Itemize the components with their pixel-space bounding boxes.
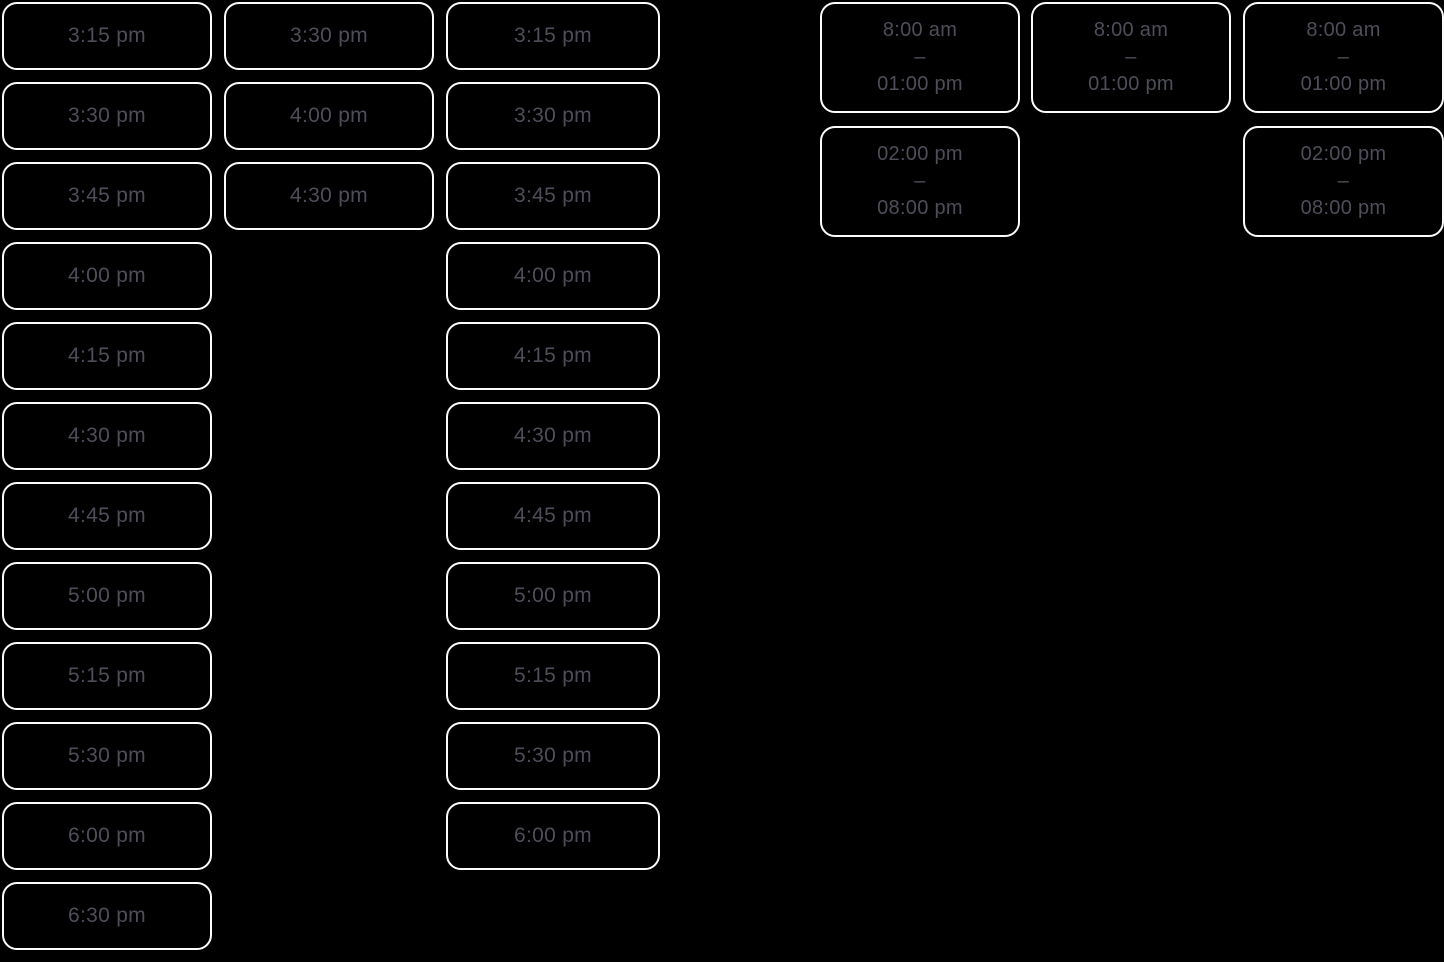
time-slot-button[interactable]: 4:45 pm: [446, 482, 660, 550]
slot-column-1: 3:15 pm 3:30 pm 3:45 pm 4:00 pm 4:15 pm 4:30 …: [2, 2, 212, 962]
time-slot-button[interactable]: 5:00 pm: [446, 562, 660, 630]
time-range-start: 8:00 am: [1306, 19, 1381, 41]
time-range-separator: –: [914, 170, 926, 192]
time-slot-button[interactable]: 4:00 pm: [224, 82, 434, 150]
time-range-end: 01:00 pm: [877, 73, 963, 95]
time-range-button[interactable]: 8:00 am – 01:00 pm: [1031, 2, 1231, 113]
time-range-button[interactable]: 8:00 am – 01:00 pm: [1243, 2, 1444, 113]
time-range-start: 02:00 pm: [877, 143, 963, 165]
time-slot-button[interactable]: 4:45 pm: [2, 482, 212, 550]
time-range-button[interactable]: 8:00 am – 01:00 pm: [820, 2, 1020, 113]
time-range-separator: –: [914, 46, 926, 68]
slot-column-2: 3:30 pm 4:00 pm 4:30 pm: [224, 2, 434, 242]
time-range-button[interactable]: 02:00 pm – 08:00 pm: [820, 126, 1020, 237]
time-range-separator: –: [1125, 46, 1137, 68]
time-range-separator: –: [1337, 46, 1350, 68]
time-slot-button[interactable]: 4:30 pm: [446, 402, 660, 470]
time-slot-button[interactable]: 4:00 pm: [2, 242, 212, 310]
time-slot-button[interactable]: 5:30 pm: [2, 722, 212, 790]
time-slot-button[interactable]: 3:30 pm: [2, 82, 212, 150]
time-slot-button[interactable]: 4:15 pm: [2, 322, 212, 390]
time-range-end: 01:00 pm: [1300, 73, 1387, 95]
time-range-end: 08:00 pm: [1300, 197, 1387, 219]
time-slot-button[interactable]: 4:15 pm: [446, 322, 660, 390]
time-slot-button[interactable]: 4:30 pm: [2, 402, 212, 470]
time-slot-button[interactable]: 4:30 pm: [224, 162, 434, 230]
time-slot-button[interactable]: 6:00 pm: [446, 802, 660, 870]
range-column-6: 8:00 am – 01:00 pm 02:00 pm – 08:00 pm: [1243, 2, 1444, 250]
time-slot-button[interactable]: 5:15 pm: [2, 642, 212, 710]
slot-column-3: 3:15 pm 3:30 pm 3:45 pm 4:00 pm 4:15 pm 4:30 …: [446, 2, 660, 882]
time-slot-button[interactable]: 3:30 pm: [224, 2, 434, 70]
time-slot-button[interactable]: 5:30 pm: [446, 722, 660, 790]
time-range-end: 01:00 pm: [1088, 73, 1174, 95]
time-slot-button[interactable]: 5:00 pm: [2, 562, 212, 630]
time-slot-button[interactable]: 3:15 pm: [2, 2, 212, 70]
time-slot-button[interactable]: 3:45 pm: [2, 162, 212, 230]
time-range-button[interactable]: 02:00 pm – 08:00 pm: [1243, 126, 1444, 237]
range-column-5: 8:00 am – 01:00 pm: [1031, 2, 1231, 126]
time-range-start: 8:00 am: [882, 19, 958, 41]
range-column-4: 8:00 am – 01:00 pm 02:00 pm – 08:00 pm: [820, 2, 1020, 250]
time-slot-button[interactable]: 3:30 pm: [446, 82, 660, 150]
time-slot-button[interactable]: 5:15 pm: [446, 642, 660, 710]
time-slot-button[interactable]: 3:15 pm: [446, 2, 660, 70]
time-range-end: 08:00 pm: [877, 197, 963, 219]
time-slot-button[interactable]: 4:00 pm: [446, 242, 660, 310]
time-range-start: 8:00 am: [1093, 19, 1169, 41]
time-range-start: 02:00 pm: [1300, 143, 1387, 165]
time-slot-button[interactable]: 3:45 pm: [446, 162, 660, 230]
time-slot-button[interactable]: 6:00 pm: [2, 802, 212, 870]
time-slot-button[interactable]: 6:30 pm: [2, 882, 212, 950]
time-range-separator: –: [1337, 170, 1350, 192]
